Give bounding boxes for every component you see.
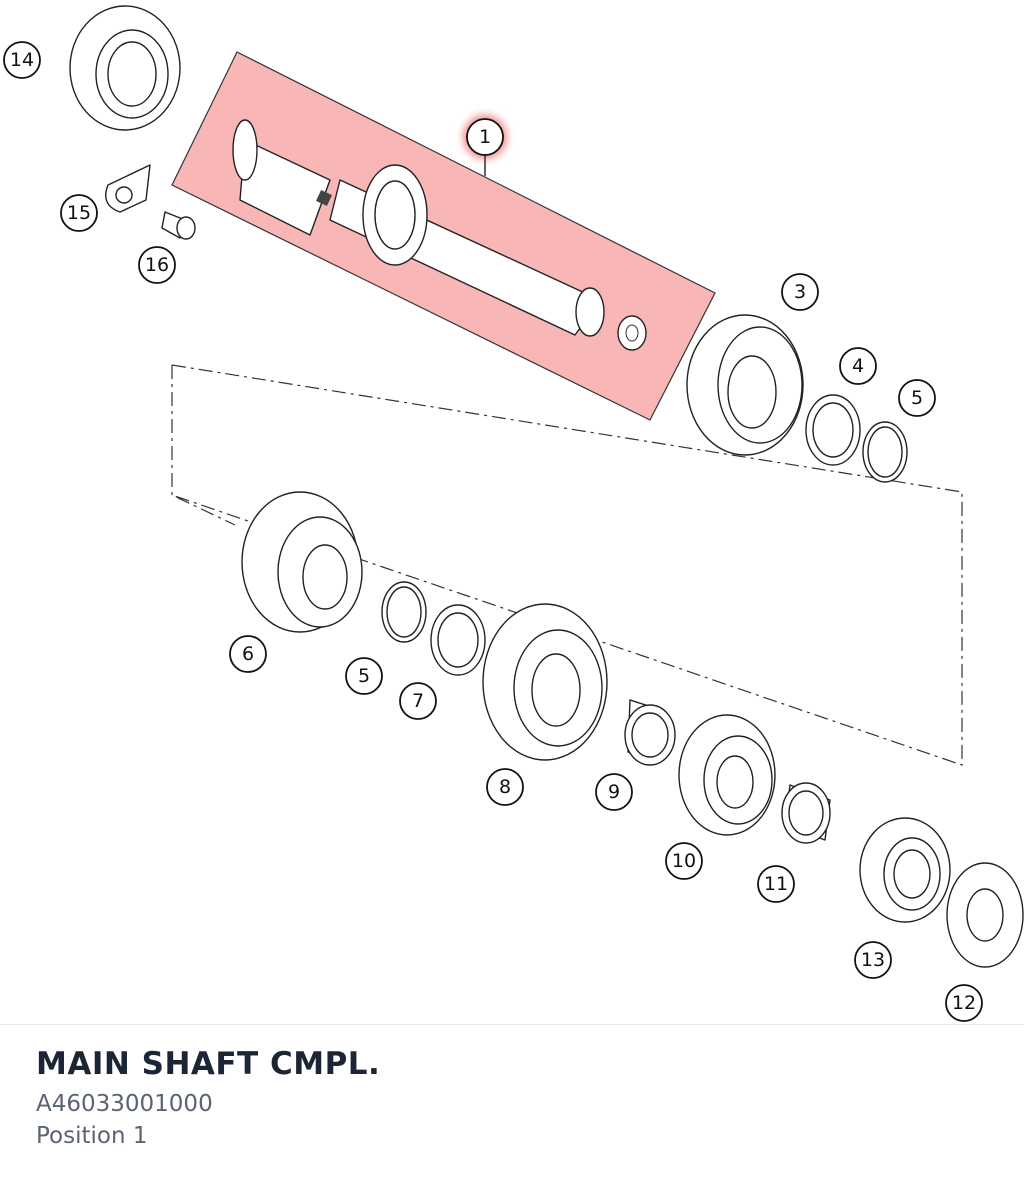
part-number: A46033001000 — [36, 1091, 213, 1117]
gear-6 — [241, 491, 363, 633]
gear-10 — [678, 714, 776, 836]
exploded-parts-diagram: 14 1 15 16 3 4 5 6 5 7 8 9 10 11 13 12 — [3, 5, 1024, 1022]
callout-11[interactable]: 11 — [757, 865, 795, 903]
part-title: MAIN SHAFT CMPL. — [36, 1046, 381, 1082]
callout-4[interactable]: 4 — [839, 347, 877, 385]
circlip-5-top — [862, 421, 908, 483]
callout-8[interactable]: 8 — [486, 768, 524, 806]
bushing-11 — [781, 782, 831, 844]
part-info-panel: MAIN SHAFT CMPL. A46033001000 Position 1 — [36, 1040, 380, 1152]
callout-6[interactable]: 6 — [229, 635, 267, 673]
washer-12 — [946, 862, 1024, 968]
circlip-5-bottom — [381, 581, 427, 643]
shim-ring-4 — [805, 394, 861, 466]
callout-7[interactable]: 7 — [399, 682, 437, 720]
callout-1[interactable]: 1 — [466, 118, 504, 156]
callout-14[interactable]: 14 — [3, 41, 41, 79]
callout-5-top[interactable]: 5 — [898, 379, 936, 417]
callout-9[interactable]: 9 — [595, 773, 633, 811]
gear-8 — [482, 603, 608, 761]
callout-5-bottom[interactable]: 5 — [345, 657, 383, 695]
screw-16 — [161, 211, 196, 240]
part-position: Position 1 — [36, 1123, 148, 1149]
section-divider — [0, 1024, 1024, 1025]
callout-16[interactable]: 16 — [138, 246, 176, 284]
callout-13[interactable]: 13 — [854, 941, 892, 979]
callout-3[interactable]: 3 — [781, 273, 819, 311]
callout-12[interactable]: 12 — [945, 984, 983, 1022]
shim-ring-7 — [430, 604, 486, 676]
lock-plate-15 — [105, 164, 151, 213]
main-shaft-part — [232, 119, 647, 351]
needle-bearing-9 — [624, 699, 676, 766]
gear-3 — [686, 314, 804, 456]
callout-15[interactable]: 15 — [60, 194, 98, 232]
bearing-13 — [859, 817, 951, 923]
callout-10[interactable]: 10 — [665, 842, 703, 880]
bearing-14 — [69, 5, 181, 131]
